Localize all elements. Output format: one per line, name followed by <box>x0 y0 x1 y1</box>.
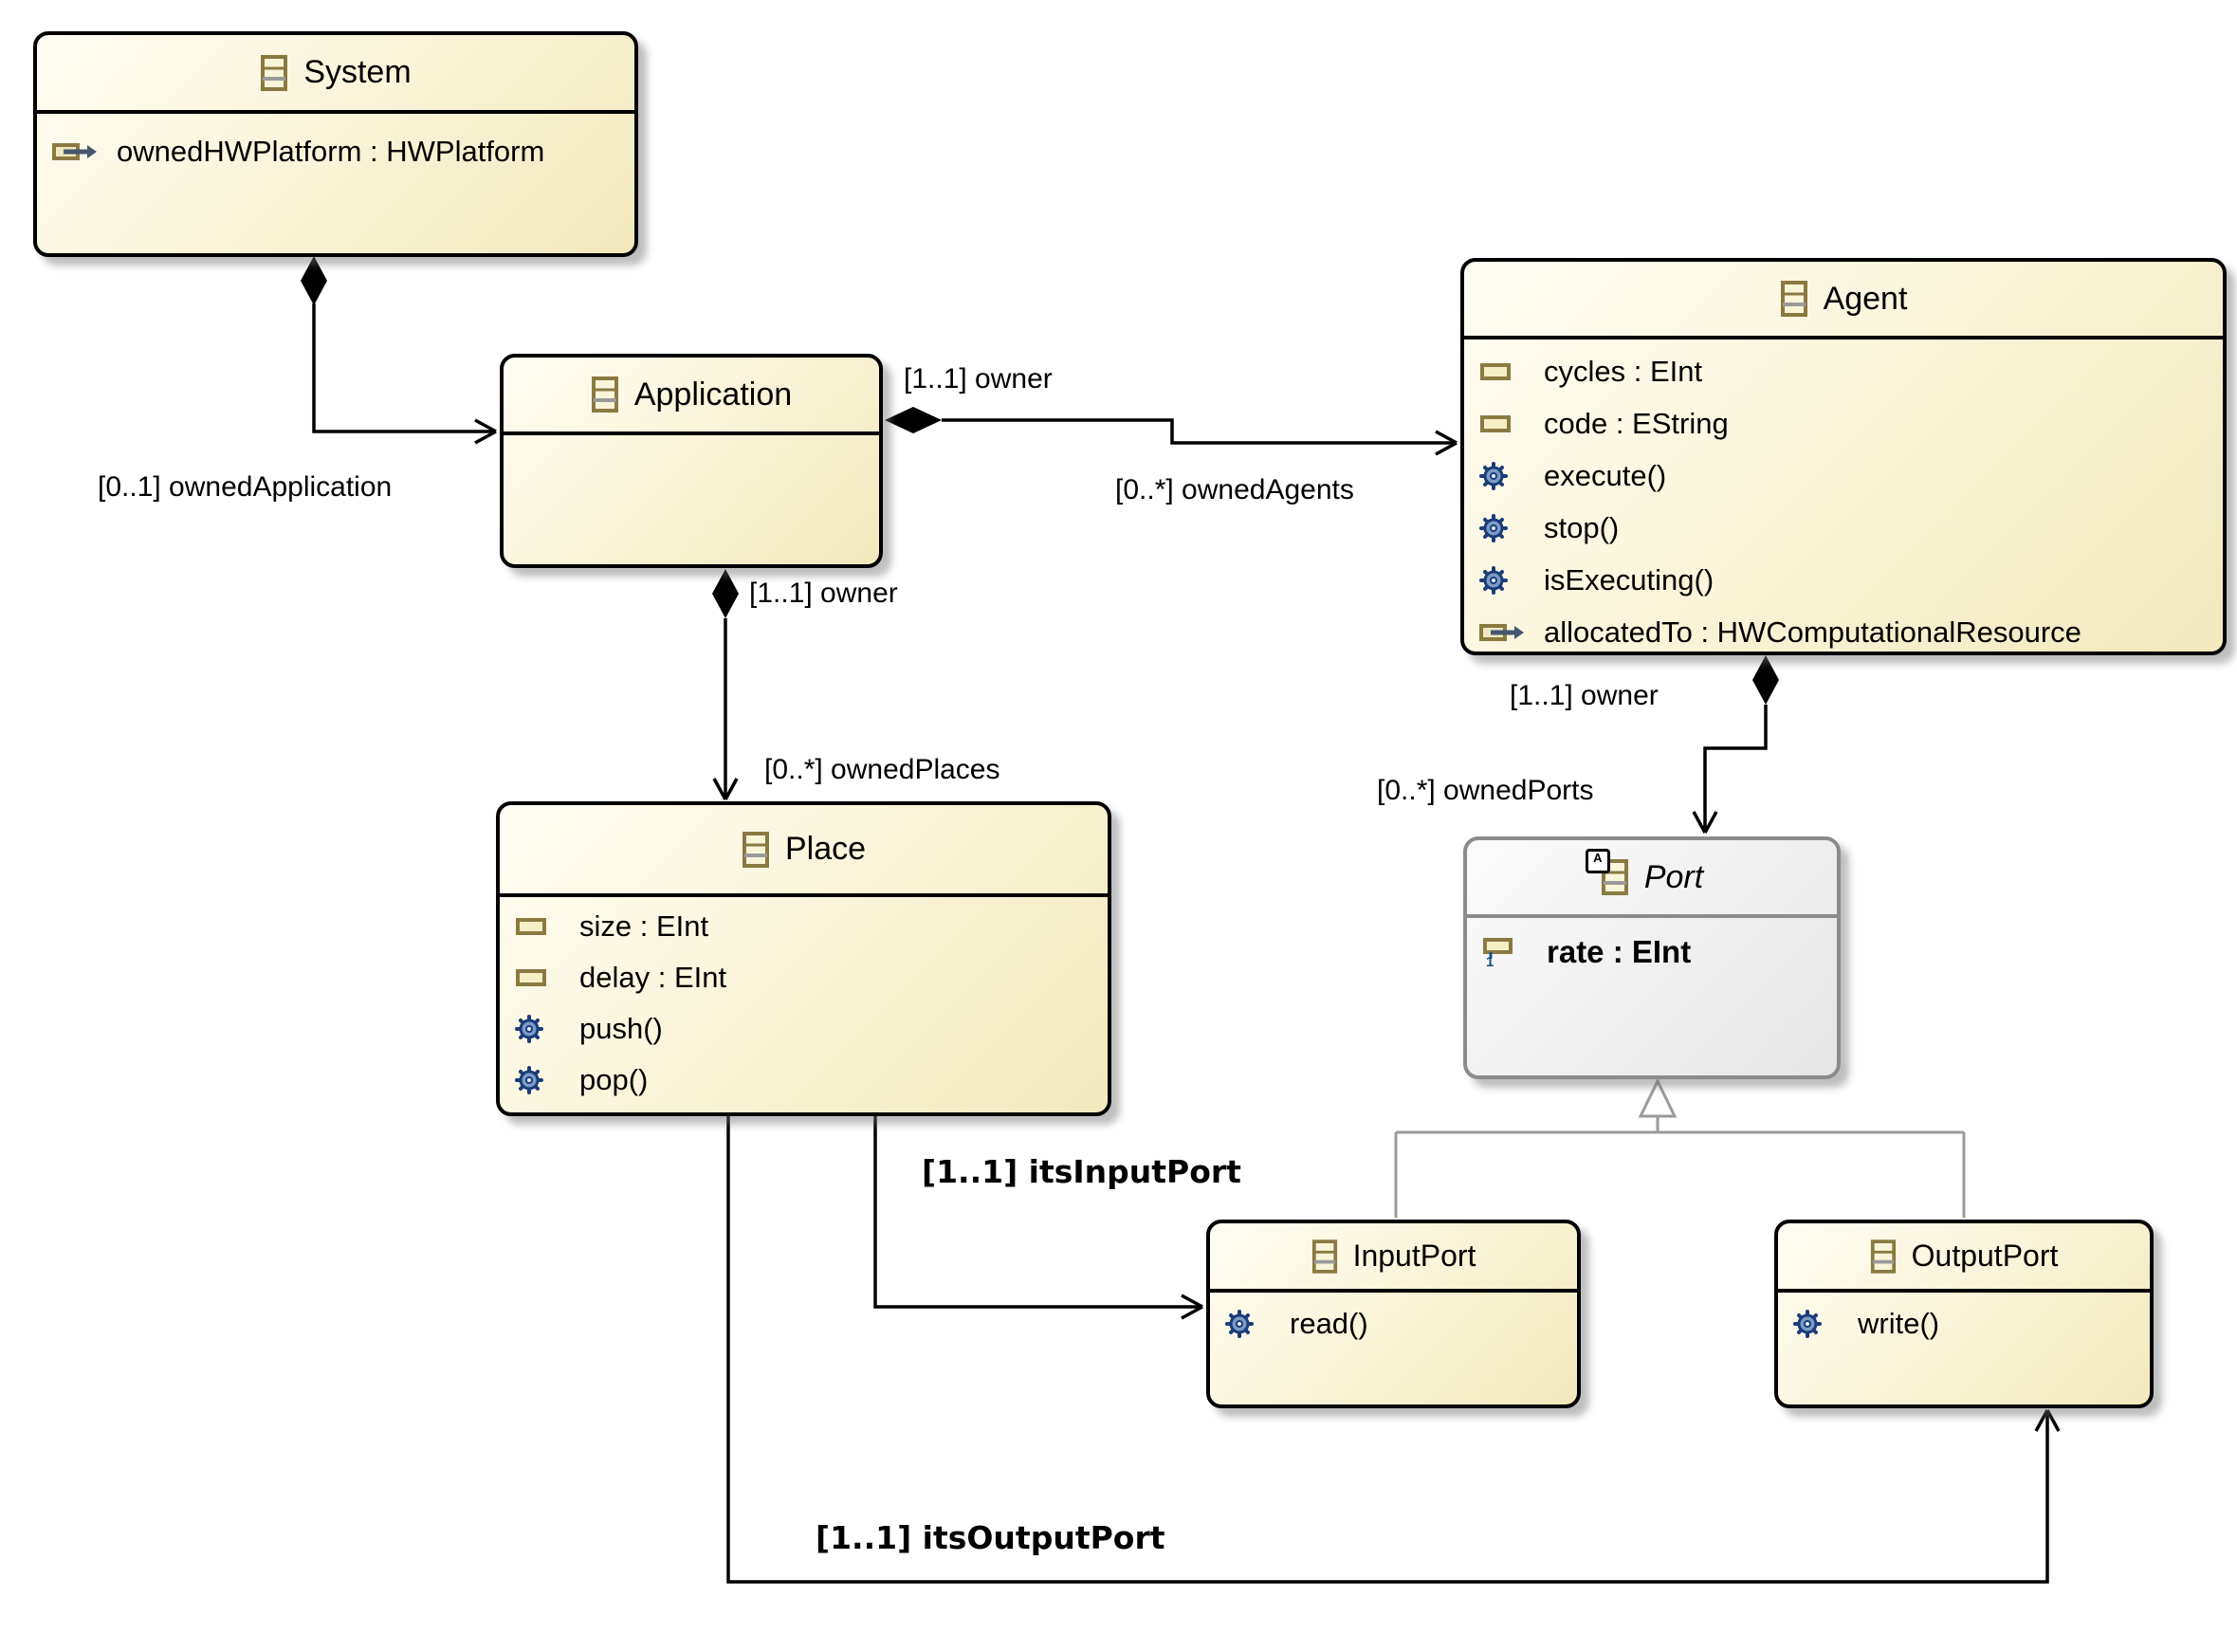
class-application-title: Application <box>504 358 879 435</box>
member-text: read() <box>1290 1307 1368 1340</box>
operation-icon <box>515 1015 564 1043</box>
label-ownedAgents[interactable]: [0..*] ownedAgents <box>1115 474 1354 505</box>
edge-ownedPorts[interactable] <box>1692 655 1779 834</box>
label-ownedApplication[interactable]: [0..1] ownedApplication <box>98 471 393 503</box>
member-text: size : EInt <box>579 909 709 943</box>
class-inputport-title: InputPort <box>1210 1223 1577 1293</box>
attribute-icon <box>515 916 564 937</box>
member-allocatedTo[interactable]: allocatedTo : HWComputationalResource <box>1479 606 2217 658</box>
member-delay[interactable]: delay : EInt <box>515 952 1102 1003</box>
member-text: rate : EInt <box>1547 934 1692 969</box>
member-isExecuting[interactable]: isExecuting() <box>1479 554 2217 606</box>
class-icon <box>591 376 619 413</box>
operation-icon <box>1479 462 1529 490</box>
class-name: Agent <box>1823 280 1908 317</box>
label-itsOutputPort[interactable]: [1..1] itsOutputPort <box>816 1519 1165 1556</box>
label-owner-port[interactable]: [1..1] owner <box>1510 680 1659 711</box>
class-inputport[interactable]: InputPort read() <box>1206 1220 1581 1408</box>
class-place[interactable]: Place size : EInt delay : EInt push() po… <box>496 801 1111 1116</box>
reference-icon <box>1479 621 1529 644</box>
member-stop[interactable]: stop() <box>1479 502 2217 554</box>
class-icon <box>1311 1239 1338 1275</box>
member-text: code : EString <box>1544 406 1729 440</box>
operation-icon <box>1793 1310 1843 1338</box>
class-icon <box>742 831 770 869</box>
edge-itsOutputPort[interactable] <box>726 1116 2061 1584</box>
label-owner-place[interactable]: [1..1] owner <box>749 578 898 609</box>
operation-icon <box>1479 566 1529 595</box>
class-name: Place <box>784 831 867 867</box>
operation-icon <box>1225 1310 1274 1338</box>
member-push[interactable]: push() <box>515 1003 1102 1055</box>
member-text: allocatedTo : HWComputationalResource <box>1544 615 2081 649</box>
edge-itsInputPort[interactable] <box>873 1116 1203 1320</box>
member-text: cycles : EInt <box>1544 354 1703 388</box>
member-text: write() <box>1858 1307 1940 1340</box>
class-name: Application <box>633 376 793 413</box>
member-write[interactable]: write() <box>1793 1299 2144 1349</box>
edge-ownedAgents[interactable] <box>885 407 1458 456</box>
member-size[interactable]: size : EInt <box>515 901 1102 952</box>
id-attribute-icon <box>1482 937 1531 967</box>
operation-icon <box>515 1066 564 1094</box>
class-outputport[interactable]: OutputPort write() <box>1774 1220 2154 1408</box>
label-ownedPorts[interactable]: [0..*] ownedPorts <box>1377 775 1594 806</box>
member-ownedHWPlatform[interactable]: ownedHWPlatform : HWPlatform <box>52 127 629 176</box>
edge-generalization[interactable] <box>1394 1077 1966 1218</box>
class-icon <box>1870 1239 1897 1275</box>
class-icon <box>260 54 288 92</box>
class-port[interactable]: A Port rate : EInt <box>1463 836 1841 1079</box>
class-agent-title: Agent <box>1464 262 2223 340</box>
member-pop[interactable]: pop() <box>515 1055 1102 1106</box>
class-icon <box>1780 280 1808 318</box>
member-text: stop() <box>1544 510 1620 544</box>
class-system[interactable]: System ownedHWPlatform : HWPlatform <box>33 31 638 257</box>
edge-ownedApplication[interactable] <box>301 256 497 445</box>
label-ownedPlaces[interactable]: [0..*] ownedPlaces <box>764 754 1000 785</box>
class-agent[interactable]: Agent cycles : EInt code : EString execu… <box>1460 258 2227 655</box>
member-text: pop() <box>579 1063 649 1096</box>
member-text: push() <box>579 1012 663 1045</box>
class-name: Port <box>1643 858 1704 895</box>
member-text: ownedHWPlatform : HWPlatform <box>117 135 545 168</box>
attribute-icon <box>515 967 564 988</box>
attribute-icon <box>1479 361 1529 382</box>
abstract-badge: A <box>1585 849 1610 873</box>
class-place-title: Place <box>500 805 1108 897</box>
member-code[interactable]: code : EString <box>1479 397 2217 450</box>
member-cycles[interactable]: cycles : EInt <box>1479 345 2217 397</box>
abstract-class-icon: A <box>1585 849 1629 896</box>
edge-ownedPlaces[interactable] <box>712 569 739 800</box>
class-name: OutputPort <box>1911 1239 2059 1273</box>
class-port-title: A Port <box>1467 840 1837 918</box>
class-application[interactable]: Application <box>500 354 883 568</box>
class-outputport-title: OutputPort <box>1778 1223 2150 1293</box>
operation-icon <box>1479 514 1529 542</box>
class-name: InputPort <box>1352 1239 1476 1273</box>
attribute-icon <box>1479 413 1529 434</box>
class-name: System <box>303 54 412 90</box>
member-text: delay : EInt <box>579 961 727 994</box>
reference-icon <box>52 140 101 163</box>
class-system-title: System <box>37 35 634 114</box>
member-read[interactable]: read() <box>1225 1299 1571 1349</box>
member-rate[interactable]: rate : EInt <box>1482 927 1831 977</box>
member-execute[interactable]: execute() <box>1479 450 2217 502</box>
label-itsInputPort[interactable]: [1..1] itsInputPort <box>922 1153 1241 1190</box>
label-owner-agent[interactable]: [1..1] owner <box>904 363 1053 395</box>
member-text: execute() <box>1544 458 1667 492</box>
member-text: isExecuting() <box>1544 562 1714 597</box>
